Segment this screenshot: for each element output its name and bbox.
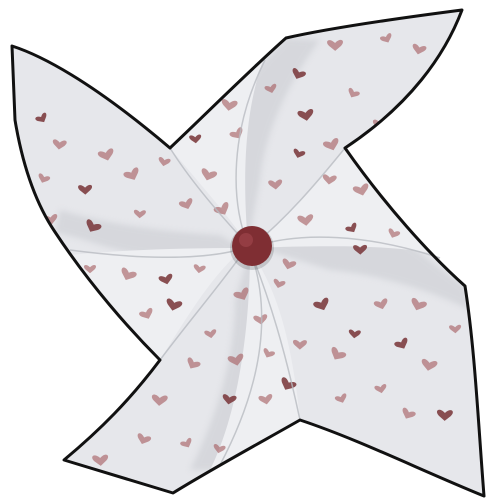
heart-icon [227, 353, 244, 366]
heart-icon [402, 407, 416, 419]
heart-icon [86, 219, 102, 232]
inner-blade-bottom [210, 250, 300, 470]
heart-icon [133, 209, 146, 219]
heart-icon [97, 148, 114, 161]
heart-icon [180, 437, 192, 448]
heart-icon [123, 167, 139, 180]
heart-icon [297, 214, 314, 226]
heart-icon [253, 314, 268, 325]
heart-icon [221, 99, 238, 111]
heart-icon [345, 222, 357, 233]
heart-icon [201, 168, 218, 181]
heart-icon [348, 87, 360, 98]
heart-icon [264, 83, 277, 93]
heart-icon [166, 298, 183, 311]
heart-icon [282, 258, 297, 270]
heart-icon [352, 183, 369, 196]
heart-icon [322, 174, 337, 185]
heart-icon [83, 264, 97, 274]
heart-icon [292, 67, 306, 79]
heart-icon [52, 139, 67, 150]
heart-icon [374, 384, 387, 394]
heart-icon [394, 337, 408, 349]
heart-icon [178, 198, 193, 209]
heart-icon [313, 297, 329, 311]
heart-icon [297, 108, 314, 121]
heart-icon [158, 157, 171, 167]
heart-icon [78, 184, 93, 195]
heart-icon [213, 444, 226, 454]
center-pin [232, 226, 272, 266]
heart-icon [222, 394, 237, 405]
heart-icon [327, 39, 343, 51]
heart-icon [258, 394, 273, 405]
heart-icon [323, 138, 339, 151]
heart-icon [92, 454, 109, 466]
heart-icon [411, 297, 427, 311]
heart-icon [388, 228, 401, 238]
heart-icon [292, 339, 307, 350]
heart-icon [421, 358, 438, 371]
heart-icon [121, 267, 137, 281]
fold-shadow-left [55, 210, 245, 257]
heart-icon [189, 134, 202, 144]
heart-icon [38, 173, 51, 183]
heart-icon [137, 433, 152, 445]
fold-shadow-bottom [190, 250, 267, 470]
heart-icon [273, 278, 286, 288]
heart-icon [331, 346, 347, 360]
crease-lines [69, 59, 441, 466]
heart-icon [35, 112, 47, 123]
heart-icon [436, 409, 453, 421]
heart-icon [139, 307, 153, 319]
pinwheel-outline [10, 8, 486, 498]
heart-icon [373, 298, 388, 310]
heart-icon [187, 357, 201, 369]
heart-icon [293, 148, 306, 158]
heart-icon [263, 348, 276, 358]
heart-icon [334, 393, 347, 403]
heart-icon [268, 179, 283, 190]
heart-icon [193, 264, 206, 274]
heart-icon [412, 43, 427, 55]
heart-icon [151, 394, 168, 406]
heart-icon [348, 329, 361, 339]
inner-blade-top [170, 55, 265, 245]
inner-blade-left [70, 248, 245, 360]
heart-icon [158, 273, 173, 285]
center-pin-highlight [239, 233, 253, 247]
heart-icon [204, 329, 217, 339]
heart-icon [233, 287, 249, 300]
inner-blade-right [250, 148, 440, 255]
fold-shadow-right [250, 228, 470, 310]
heart-icon [379, 33, 392, 43]
heart-icon [449, 324, 462, 334]
heart-icon [353, 244, 368, 255]
